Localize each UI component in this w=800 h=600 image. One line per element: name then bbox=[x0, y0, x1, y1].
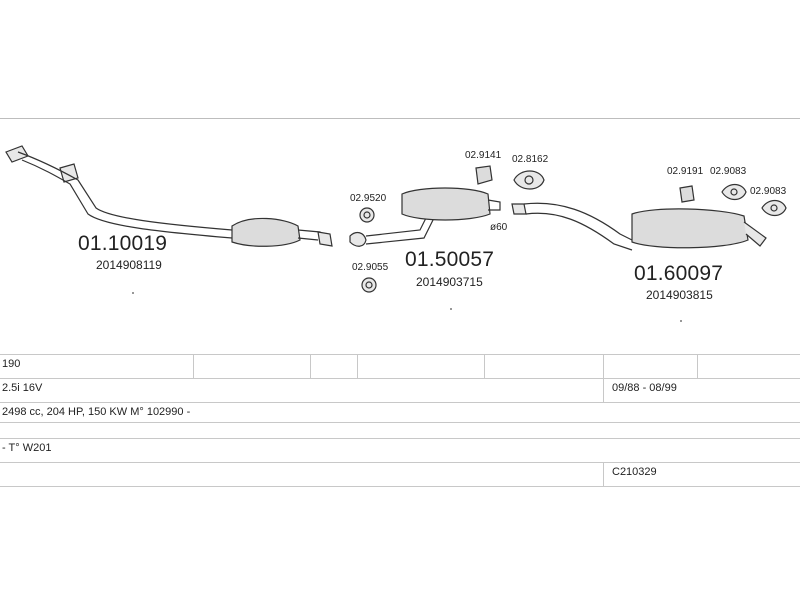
hanger-8162 bbox=[513, 170, 545, 190]
table-line-5 bbox=[0, 438, 800, 439]
middle-outlet bbox=[487, 199, 501, 211]
fitting-label-9055: 02.9055 bbox=[352, 262, 389, 273]
catalog-code: C210329 bbox=[612, 466, 657, 478]
middle-inlet-clamp bbox=[349, 231, 367, 247]
table-divider-7 bbox=[603, 462, 604, 486]
fitting-label-9083-b: 02.9083 bbox=[750, 186, 787, 197]
hanger-9083-b-hole bbox=[770, 204, 778, 212]
front-marker bbox=[132, 292, 134, 294]
fitting-label-9083-a: 02.9083 bbox=[710, 166, 747, 177]
table-line-2 bbox=[0, 378, 800, 379]
middle-marker bbox=[450, 308, 452, 310]
vehicle-model: 190 bbox=[2, 358, 21, 370]
fitting-label-9141: 02.9141 bbox=[465, 150, 502, 161]
middle-part-number: 01.50057 bbox=[405, 248, 495, 271]
front-pipe-section bbox=[5, 145, 333, 247]
catalytic-converter bbox=[231, 217, 301, 247]
hanger-9083-a-hole bbox=[730, 188, 738, 196]
vehicle-engine: 2.5i 16V bbox=[2, 382, 43, 394]
gasket-9055-inner bbox=[365, 281, 373, 289]
rear-marker bbox=[680, 320, 682, 322]
cat-outlet-flange bbox=[317, 231, 333, 247]
fitting-label-9520: 02.9520 bbox=[350, 193, 387, 204]
gasket-9055 bbox=[361, 277, 377, 293]
rear-tailpipe bbox=[743, 221, 767, 247]
rear-silencer bbox=[631, 208, 749, 249]
hanger-8162-hole bbox=[524, 175, 534, 185]
rear-inlet-clamp bbox=[511, 203, 527, 215]
rear-part-number: 01.60097 bbox=[634, 262, 724, 285]
table-divider-2 bbox=[310, 354, 311, 378]
gasket-9520 bbox=[359, 207, 375, 223]
fitting-label-8162: 02.8162 bbox=[512, 154, 549, 165]
table-divider-6 bbox=[697, 354, 698, 378]
table-line-3 bbox=[0, 402, 800, 403]
gasket-9520-inner bbox=[363, 211, 371, 219]
middle-section bbox=[349, 165, 545, 293]
rear-pipe-lower bbox=[525, 212, 633, 251]
pipe-diameter-label: ø60 bbox=[490, 222, 508, 233]
front-part-number: 01.10019 bbox=[78, 232, 168, 255]
table-line-1 bbox=[0, 354, 800, 355]
middle-pipe-lower bbox=[365, 217, 435, 245]
table-divider-4 bbox=[484, 354, 485, 378]
hanger-9141 bbox=[475, 165, 493, 185]
table-line-4 bbox=[0, 422, 800, 423]
downpipe-upper bbox=[17, 151, 233, 231]
hanger-9083-a bbox=[721, 183, 747, 201]
downpipe-lower bbox=[21, 159, 233, 239]
vehicle-spec: 2498 cc, 204 HP, 150 KW M° 102990 - bbox=[2, 406, 191, 418]
table-divider-1 bbox=[193, 354, 194, 378]
hanger-9083-b bbox=[761, 199, 787, 217]
rear-section bbox=[511, 183, 787, 251]
table-line-6 bbox=[0, 462, 800, 463]
front-oe-number: 2014908119 bbox=[96, 258, 162, 272]
table-divider-5 bbox=[603, 354, 604, 402]
fitting-label-9191: 02.9191 bbox=[667, 166, 704, 177]
rear-pipe-upper bbox=[523, 202, 637, 243]
vehicle-type: - T° W201 bbox=[2, 442, 52, 454]
top-border bbox=[0, 118, 800, 119]
vehicle-dates: 09/88 - 08/99 bbox=[612, 382, 677, 394]
table-divider-3 bbox=[357, 354, 358, 378]
middle-silencer bbox=[401, 187, 491, 221]
table-line-7 bbox=[0, 486, 800, 487]
rubber-9191 bbox=[679, 185, 695, 203]
rear-oe-number: 2014903815 bbox=[646, 288, 713, 302]
middle-oe-number: 2014903715 bbox=[416, 275, 483, 289]
